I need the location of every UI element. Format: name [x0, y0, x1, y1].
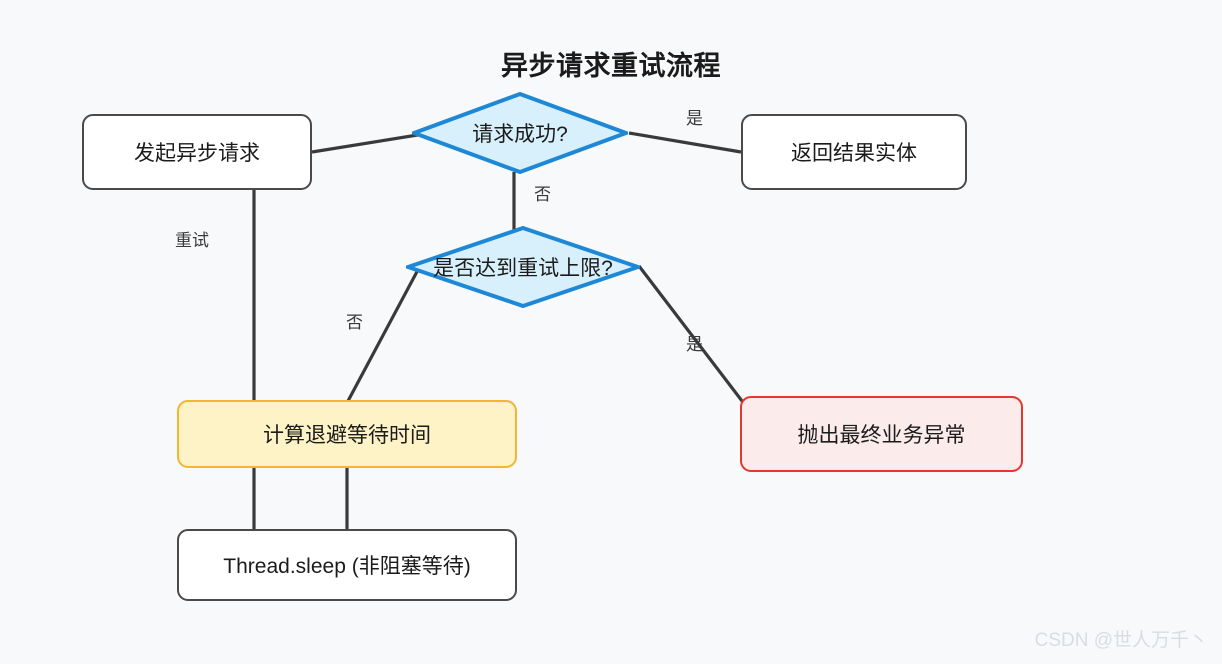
node-success-label: 请求成功? — [472, 123, 568, 146]
node-result-label: 返回结果实体 — [791, 142, 917, 165]
node-success[interactable]: 请求成功? — [412, 92, 628, 174]
node-result[interactable]: 返回结果实体 — [741, 114, 967, 190]
node-start-label: 发起异步请求 — [134, 142, 260, 165]
edge-label-limit-yes: 是 — [686, 335, 703, 354]
watermark: CSDN @世人万千丶 — [1034, 630, 1208, 651]
edge-label-retry: 重试 — [175, 231, 209, 250]
node-limit-label: 是否达到重试上限? — [433, 257, 613, 280]
diamond-shape-success — [412, 92, 628, 174]
node-exception[interactable]: 抛出最终业务异常 — [740, 396, 1023, 472]
edge-label-success-no: 否 — [534, 185, 551, 204]
node-sleep-label: Thread.sleep (非阻塞等待) — [223, 555, 471, 578]
edge-label-success-yes: 是 — [686, 109, 703, 128]
page-title: 异步请求重试流程 — [501, 51, 721, 81]
node-start[interactable]: 发起异步请求 — [82, 114, 312, 190]
node-sleep[interactable]: Thread.sleep (非阻塞等待) — [177, 529, 517, 601]
edge-success-to-result — [628, 131, 742, 154]
node-backoff-label: 计算退避等待时间 — [263, 424, 431, 447]
edge-label-limit-no: 否 — [346, 313, 363, 332]
node-limit[interactable]: 是否达到重试上限? — [406, 226, 640, 308]
node-exception-label: 抛出最终业务异常 — [797, 424, 966, 447]
diamond-shape-limit — [406, 226, 640, 308]
node-backoff[interactable]: 计算退避等待时间 — [177, 400, 517, 468]
